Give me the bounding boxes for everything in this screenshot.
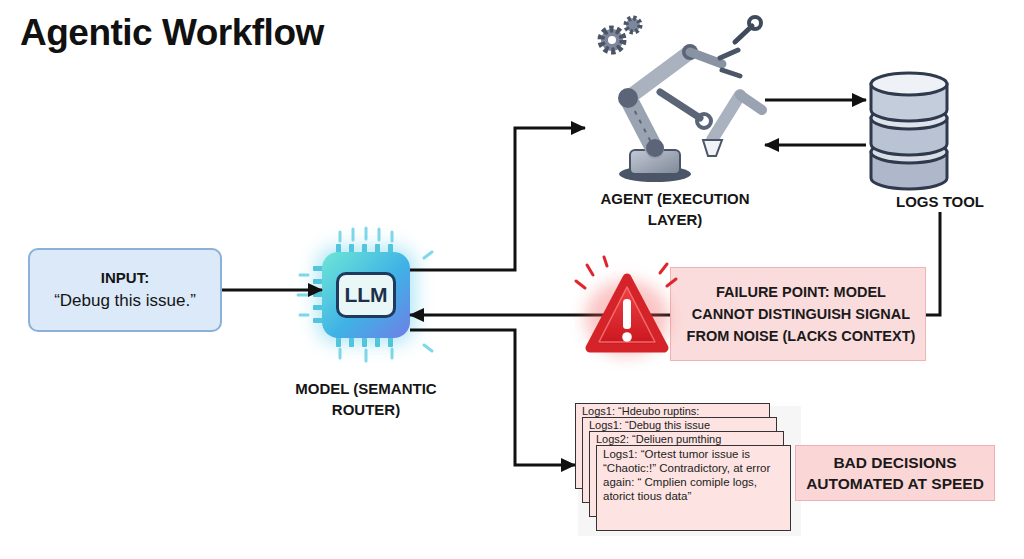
node-caption: MODEL (SEMANTIC ROUTER) xyxy=(281,378,451,420)
connector-arrow xyxy=(410,314,670,317)
diagram-title: Agentic Workflow xyxy=(20,12,324,54)
card-stack-shadow xyxy=(578,406,801,536)
agent-node: AGENT (EXECUTION LAYER) xyxy=(585,20,765,230)
log-card: Logs1: “Ortest tumor issue is “Chaotic:!… xyxy=(596,445,791,531)
warning-icon xyxy=(576,257,676,356)
outcome-text: BAD DECISIONS AUTOMATED AT SPEED xyxy=(802,452,988,494)
failure-callout: FAILURE POINT: MODEL CANNOT DISTINGUISH … xyxy=(670,267,926,361)
failure-text: FAILURE POINT: MODEL CANNOT DISTINGUISH … xyxy=(685,281,917,347)
outcome-box: BAD DECISIONS AUTOMATED AT SPEED xyxy=(795,445,995,501)
connector-arrow xyxy=(765,99,866,102)
node-caption: AGENT (EXECUTION LAYER) xyxy=(590,188,760,230)
llm-chip: LLMMODEL (SEMANTIC ROUTER) xyxy=(322,252,410,338)
connector-arrow xyxy=(410,128,585,270)
connector-arrow xyxy=(926,212,940,315)
chip-glow xyxy=(298,228,432,361)
input-box: INPUT:“Debug this issue.” xyxy=(28,248,222,332)
robot-arm-icon xyxy=(601,17,762,182)
node-caption: LOGS TOOL xyxy=(876,191,1004,212)
connector-arrow xyxy=(410,330,575,465)
log-text: Logs1: “Ortest tumor issue is “Chaotic:!… xyxy=(603,447,784,503)
connector-arrow xyxy=(765,144,866,147)
database-icon xyxy=(871,73,947,189)
connector-arrow xyxy=(222,289,322,292)
chip-label: LLM xyxy=(336,272,395,318)
input-text: “Debug this issue.” xyxy=(54,289,196,313)
logs-tool-node: LOGS TOOL xyxy=(866,72,1014,212)
input-heading: INPUT: xyxy=(101,267,149,289)
